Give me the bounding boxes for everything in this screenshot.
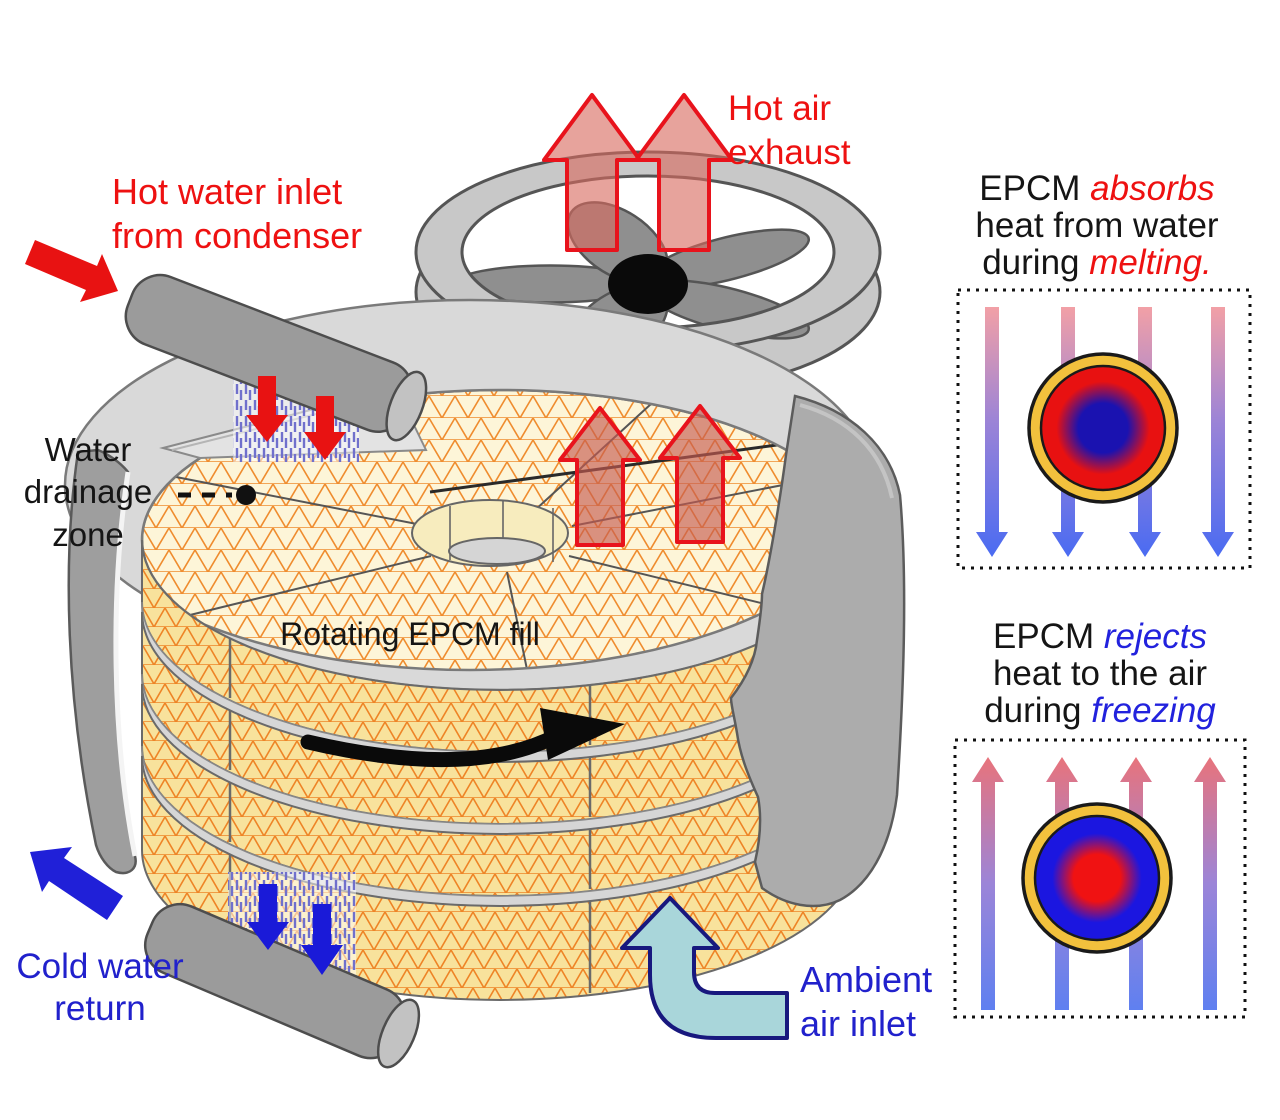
cold-water-down-arrow-icon — [247, 884, 289, 950]
inset-freezing-caption: EPCM rejects — [993, 617, 1207, 656]
water-drainage-callout: Water drainage zone — [24, 431, 256, 553]
water-drainage-label: drainage — [24, 473, 152, 510]
epcm-capsule-melting-core — [1039, 364, 1167, 492]
inset-freezing: EPCM rejects heat to the air during free… — [953, 617, 1247, 1019]
hot-air-exhaust-label: exhaust — [728, 133, 851, 172]
hot-air-up-arrow-icon — [558, 406, 642, 547]
inset-melting: EPCM absorbs heat from water during melt… — [956, 169, 1252, 570]
hot-water-inlet-assembly — [25, 240, 428, 462]
shell-left-cut-edge — [113, 471, 138, 857]
inset-freezing-caption: heat to the air — [993, 654, 1207, 693]
inset-freezing-caption: during freezing — [984, 691, 1216, 730]
water-drainage-label: Water — [45, 431, 132, 468]
hot-water-inflow-arrow-icon — [25, 240, 118, 302]
air-flow-up-arrow-icon — [1194, 757, 1226, 1010]
cold-water-outflow-arrow-icon — [30, 847, 123, 920]
cold-water-return-label: return — [54, 989, 145, 1028]
water-flow-down-arrow-icon — [1202, 307, 1234, 557]
water-drainage-label: zone — [52, 516, 124, 553]
shell-right-wall — [729, 394, 906, 908]
cold-water-return-label: Cold water — [16, 947, 184, 986]
hot-water-inlet-label: Hot water inlet — [112, 171, 342, 212]
cold-water-return-assembly — [30, 847, 421, 1069]
hot-air-up-arrow-icon — [634, 93, 734, 252]
drainage-point-dot — [236, 485, 256, 505]
hot-water-inlet-label: from condenser — [112, 215, 362, 256]
ambient-air-inlet-arrow-icon — [620, 896, 789, 1040]
rotation-arrow-head-icon — [540, 708, 625, 760]
pipe-end-cap — [376, 998, 421, 1069]
cold-water-pipe — [144, 902, 421, 1069]
ambient-air-inlet-label: Ambient — [800, 959, 932, 1000]
air-flow-up-arrow-icon — [972, 757, 1004, 1010]
fan-hub — [608, 254, 688, 314]
hot-air-up-arrow-icon — [658, 404, 742, 544]
hot-air-up-arrow-icon — [542, 93, 642, 252]
inset-melting-caption: during melting. — [982, 243, 1212, 282]
hot-water-down-arrow-icon — [246, 376, 288, 442]
hot-water-pipe — [124, 273, 428, 442]
inset-melting-caption: EPCM absorbs — [979, 169, 1214, 208]
inset-melting-caption: heat from water — [975, 206, 1218, 245]
hot-air-exhaust-label: Hot air — [728, 89, 831, 128]
water-flow-down-arrow-icon — [976, 307, 1008, 557]
pipe-end-cap — [385, 370, 428, 442]
shell-right-top-lip — [799, 403, 894, 499]
rotation-arrow-icon — [300, 728, 564, 768]
ambient-air-inlet-label: air inlet — [800, 1003, 916, 1044]
epcm-capsule-freezing-core — [1033, 814, 1161, 942]
hot-water-down-arrow-icon — [304, 396, 346, 460]
drum-hub-hole — [448, 537, 546, 565]
cold-water-down-arrow-icon — [301, 904, 343, 975]
rotating-epcm-fill-label: Rotating EPCM fill — [280, 616, 540, 652]
